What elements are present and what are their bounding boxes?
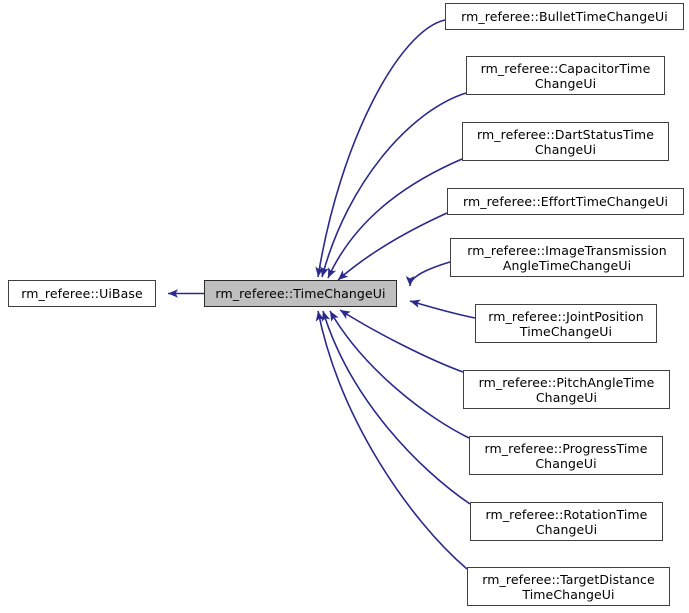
edge-dartstatus <box>327 158 463 279</box>
node-uibase-label: rm_referee::UiBase <box>21 286 143 301</box>
edge-progress <box>329 310 470 439</box>
edge-effort <box>337 212 448 281</box>
node-capacitortimechangeui-label: rm_referee::CapacitorTime ChangeUi <box>480 60 651 91</box>
node-pitchangletimechangeui-label: rm_referee::PitchAngleTime ChangeUi <box>478 374 655 405</box>
node-timechangeui-label: rm_referee::TimeChangeUi <box>215 286 386 301</box>
node-imagetransmissionangletimechangeui[interactable]: rm_referee::ImageTransmission AngleTimeC… <box>450 238 684 277</box>
edge-pitchangle <box>339 309 464 373</box>
edge-bullet <box>315 19 446 278</box>
node-imagetransmissionangletimechangeui-label: rm_referee::ImageTransmission AngleTimeC… <box>467 242 667 273</box>
edge-jointposition <box>409 299 476 319</box>
edge-capacitor <box>320 92 467 278</box>
node-progresstimechangeui[interactable]: rm_referee::ProgressTime ChangeUi <box>469 436 663 475</box>
node-timechangeui[interactable]: rm_referee::TimeChangeUi <box>204 280 397 307</box>
node-rotationtimechangeui[interactable]: rm_referee::RotationTime ChangeUi <box>470 502 663 541</box>
node-progresstimechangeui-label: rm_referee::ProgressTime ChangeUi <box>484 440 648 471</box>
node-dartstatustimechangeui-label: rm_referee::DartStatusTime ChangeUi <box>476 126 654 157</box>
edge-targetdistance <box>315 310 468 570</box>
node-targetdistancetimechangeui[interactable]: rm_referee::TargetDistance TimeChangeUi <box>467 567 670 606</box>
node-uibase[interactable]: rm_referee::UiBase <box>8 280 156 307</box>
node-bullettimechangeui-label: rm_referee::BulletTimeChangeUi <box>461 9 668 24</box>
node-bullettimechangeui[interactable]: rm_referee::BulletTimeChangeUi <box>445 3 684 30</box>
edge-rotation <box>321 310 471 505</box>
node-pitchangletimechangeui[interactable]: rm_referee::PitchAngleTime ChangeUi <box>463 370 670 409</box>
node-efforttimechangeui-label: rm_referee::EffortTimeChangeUi <box>462 194 669 209</box>
node-jointpositiontimechangeui-label: rm_referee::JointPosition TimeChangeUi <box>488 308 644 339</box>
node-capacitortimechangeui[interactable]: rm_referee::CapacitorTime ChangeUi <box>466 56 665 95</box>
edge-imagetransmission <box>405 261 451 287</box>
node-jointpositiontimechangeui[interactable]: rm_referee::JointPosition TimeChangeUi <box>475 304 657 343</box>
node-rotationtimechangeui-label: rm_referee::RotationTime ChangeUi <box>485 506 648 537</box>
node-dartstatustimechangeui[interactable]: rm_referee::DartStatusTime ChangeUi <box>462 122 669 161</box>
node-efforttimechangeui[interactable]: rm_referee::EffortTimeChangeUi <box>447 188 684 215</box>
node-targetdistancetimechangeui-label: rm_referee::TargetDistance TimeChangeUi <box>482 571 655 602</box>
